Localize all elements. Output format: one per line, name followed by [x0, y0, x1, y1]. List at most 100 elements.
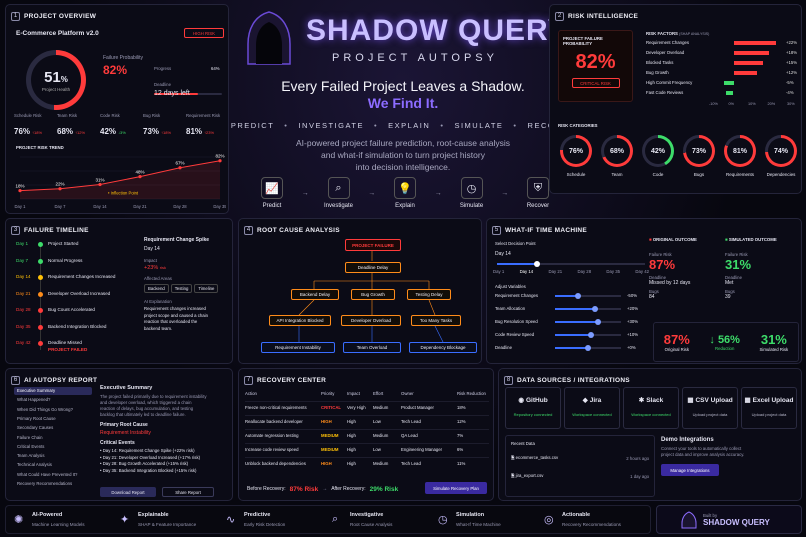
- excel-file-icon: ▦: [744, 397, 751, 404]
- flow-recover[interactable]: ⛨Recover: [516, 177, 560, 209]
- category-ring[interactable]: 73%: [683, 135, 715, 167]
- category-ring[interactable]: 76%: [560, 135, 592, 167]
- variable-slider[interactable]: [555, 332, 621, 338]
- timeline-event[interactable]: Project Started: [48, 241, 79, 246]
- variable-slider[interactable]: [555, 293, 621, 299]
- factor-bar: [733, 71, 757, 75]
- category-ring[interactable]: 74%: [765, 135, 797, 167]
- integration-name: CSV Upload: [695, 397, 733, 404]
- slider-handle[interactable]: [591, 306, 598, 312]
- report-nav-item[interactable]: Critical Events: [17, 443, 45, 449]
- panel-number: 6: [11, 375, 20, 385]
- area-tag: Backend: [144, 284, 169, 293]
- factor-label: Bug Growth: [646, 70, 669, 75]
- cause-node[interactable]: Testing Delay: [407, 289, 451, 300]
- timeline-dot: [38, 308, 43, 313]
- cause-node[interactable]: Backend Delay: [291, 289, 339, 300]
- timeline-event[interactable]: Developer Overload Increased: [48, 290, 111, 296]
- report-nav-item[interactable]: Secondary Causes: [17, 425, 54, 431]
- report-nav-item[interactable]: What Happened?: [17, 397, 51, 403]
- timeline-event[interactable]: Requirement Changes Increased: [48, 274, 116, 279]
- flow-explain[interactable]: 💡Explain: [383, 177, 427, 209]
- root-cause-leaf[interactable]: Requirement Instability: [261, 342, 335, 353]
- clock-icon: ◷: [460, 177, 483, 199]
- cause-node[interactable]: Bug Growth: [351, 289, 395, 300]
- variable-value: +10%: [627, 332, 639, 337]
- variable-label: Bug Resolution Speed: [495, 319, 538, 324]
- feature-title: Simulation: [456, 512, 485, 518]
- table-cell: Medium: [373, 461, 389, 466]
- category-ring[interactable]: 42%: [642, 135, 674, 167]
- report-nav-item[interactable]: Failure Chain: [17, 434, 43, 440]
- decision-point-slider[interactable]: [497, 261, 645, 267]
- report-nav-item[interactable]: Technical Analysis: [17, 462, 52, 468]
- report-nav-item[interactable]: When Did Things Go Wrong?: [17, 406, 73, 412]
- table-cell: Engineering Manager: [401, 447, 443, 452]
- variable-value: +30%: [627, 319, 639, 324]
- hooded-figure-logo: [681, 510, 697, 528]
- report-nav-item[interactable]: Executive Summary: [14, 387, 92, 395]
- timeline-event[interactable]: Deadline Missed: [48, 340, 82, 345]
- metric-value: 68%: [57, 127, 74, 136]
- cause-node[interactable]: API Integration Blocked: [269, 315, 331, 326]
- slider-handle[interactable]: [588, 332, 595, 338]
- timeline-event[interactable]: Normal Progress: [48, 257, 83, 263]
- simulate-recovery-button[interactable]: Simulate Recovery Plan: [425, 482, 487, 494]
- target-icon: ◎: [544, 514, 554, 526]
- cause-node[interactable]: Too Many Tasks: [411, 315, 461, 326]
- flow-predict[interactable]: 📈Predict: [250, 177, 294, 209]
- timeline-event[interactable]: Backend Integration Blocked: [48, 323, 107, 329]
- factor-label: Blocked Tasks: [646, 60, 674, 65]
- download-report-button[interactable]: Download Report: [100, 487, 156, 497]
- cause-node[interactable]: Developer Overload: [341, 315, 401, 326]
- flow-simulate[interactable]: ◷Simulate: [450, 177, 494, 209]
- slider-handle[interactable]: [575, 293, 582, 299]
- variable-slider[interactable]: [555, 306, 621, 312]
- root-node[interactable]: PROJECT FAILURE: [345, 239, 401, 251]
- table-cell: High: [347, 433, 356, 438]
- category-label: Code: [652, 172, 664, 177]
- variable-slider[interactable]: [555, 345, 621, 351]
- simulation-summary: 87%Original Risk ↓ 56%Reduction 31%Simul…: [653, 322, 799, 362]
- report-nav-item[interactable]: What Could Have Prevented It?: [17, 471, 78, 477]
- category-value: 68%: [609, 147, 624, 155]
- table-cell: Tech Lead: [401, 461, 421, 466]
- report-nav-item[interactable]: Primary Root Cause: [17, 415, 56, 421]
- table-cell: Low: [373, 447, 381, 452]
- variable-slider[interactable]: [555, 319, 621, 325]
- timeline-event[interactable]: Bug Count Accelerated: [48, 307, 95, 312]
- share-report-button[interactable]: Share Report: [162, 487, 214, 497]
- table-cell: 12%: [457, 419, 466, 424]
- root-cause-leaf[interactable]: Dependency Blockage: [409, 342, 477, 353]
- category-ring[interactable]: 81%: [724, 135, 756, 167]
- slider-handle[interactable]: [585, 345, 591, 351]
- step-investigate: INVESTIGATE: [298, 121, 364, 130]
- category-ring[interactable]: 68%: [601, 135, 633, 167]
- cause-node[interactable]: Deadline Delay: [345, 262, 401, 273]
- feature-title: Investigative: [350, 512, 384, 518]
- flow-investigate[interactable]: ⌕Investigate: [317, 177, 361, 209]
- manage-integrations-button[interactable]: Manage Integrations: [661, 464, 719, 476]
- factor-label: Fast Code Reviews: [646, 90, 684, 95]
- hero-tagline: Every Failed Project Leaves a Shadow.: [281, 78, 525, 94]
- report-nav-item[interactable]: Team Analysis: [17, 453, 45, 459]
- root-cause-leaf[interactable]: Team Overload: [343, 342, 401, 353]
- slider-handle[interactable]: [594, 319, 601, 325]
- report-nav-item[interactable]: Recovery Recommendations: [17, 481, 73, 486]
